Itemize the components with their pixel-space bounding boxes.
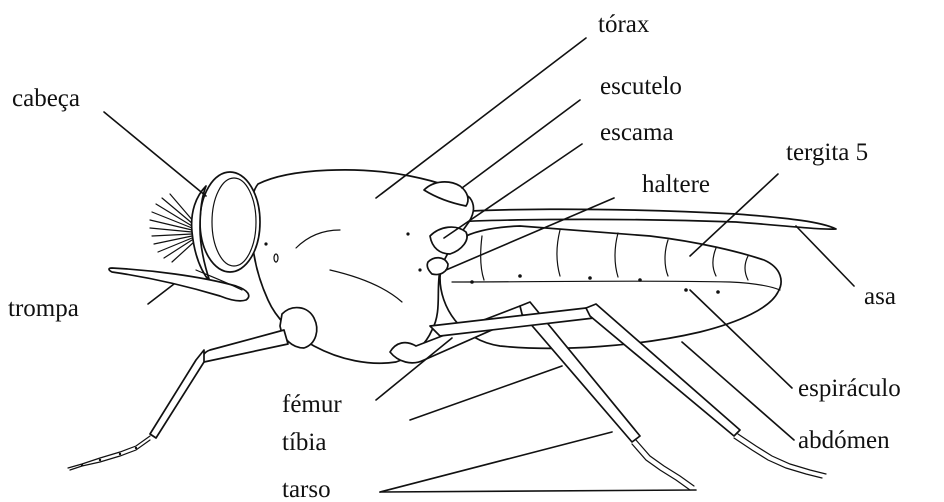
leader-abdomen bbox=[682, 342, 794, 440]
leader-trompa bbox=[148, 284, 174, 304]
label-trompa: trompa bbox=[8, 295, 79, 322]
label-haltere: haltere bbox=[642, 171, 710, 198]
label-tergita: tergita 5 bbox=[786, 139, 868, 166]
label-torax: tórax bbox=[598, 11, 650, 38]
label-escama: escama bbox=[600, 119, 674, 146]
label-tibia: tíbia bbox=[282, 429, 326, 456]
label-escutelo: escutelo bbox=[600, 73, 682, 100]
proboscis bbox=[109, 268, 249, 301]
leader-asa bbox=[796, 226, 854, 286]
leader-tibia bbox=[410, 366, 562, 420]
label-femur: fémur bbox=[282, 391, 342, 418]
label-abdomen: abdómen bbox=[798, 427, 890, 454]
antenna bbox=[150, 194, 194, 262]
leader-escutelo bbox=[462, 100, 580, 188]
label-cabeca: cabeça bbox=[12, 85, 80, 112]
leader-tarso-1 bbox=[380, 432, 612, 492]
front-leg bbox=[68, 330, 288, 470]
head bbox=[150, 172, 260, 282]
label-tarso: tarso bbox=[282, 476, 331, 502]
leader-tarso-2 bbox=[380, 490, 696, 492]
leader-cabeca bbox=[104, 112, 206, 196]
label-asa: asa bbox=[864, 283, 896, 310]
label-espiraculo: espiráculo bbox=[798, 375, 901, 402]
